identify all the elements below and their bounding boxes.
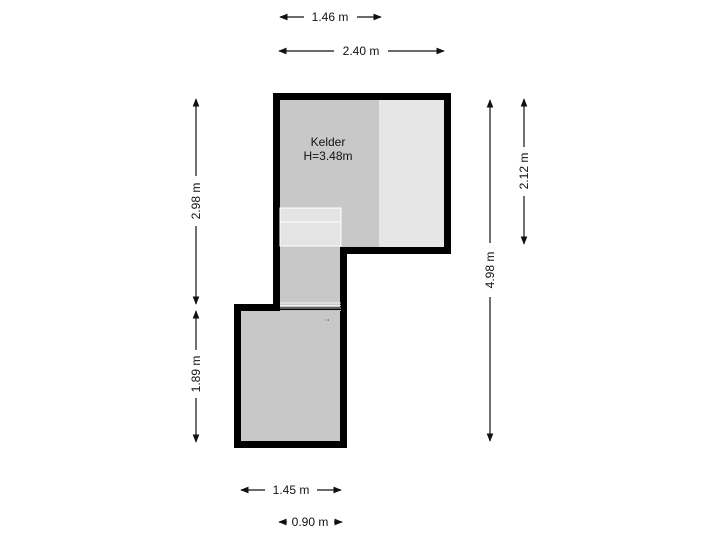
dimension-top-outer-label: 2.40 m xyxy=(343,44,380,58)
stair-arrow-icon: ↑ xyxy=(323,318,330,322)
dimension-top-inner: 1.46 m xyxy=(279,10,382,24)
dimension-right-inner-label: 2.12 m xyxy=(517,153,531,190)
dimension-left-upper: 2.98 m xyxy=(189,98,203,305)
dimension-left-lower-label: 1.89 m xyxy=(189,356,203,393)
stair-treads xyxy=(280,302,341,311)
stair-landing xyxy=(279,207,342,247)
dimension-left-upper-label: 2.98 m xyxy=(189,183,203,220)
dimension-bottom-upper: 1.45 m xyxy=(240,483,342,497)
dimension-right-outer-label: 4.98 m xyxy=(483,252,497,289)
floor-light-area xyxy=(379,100,444,247)
dimension-right-inner: 2.12 m xyxy=(517,98,531,245)
room-name: Kelder xyxy=(311,135,346,149)
room-height: H=3.48m xyxy=(303,149,352,163)
floor-lower-room xyxy=(241,311,340,441)
floor-corridor xyxy=(280,247,340,307)
dimension-top-inner-label: 1.46 m xyxy=(312,10,349,24)
dimension-right-outer: 4.98 m xyxy=(483,99,497,442)
dimension-bottom-lower-label: 0.90 m xyxy=(292,515,329,529)
dimension-left-lower: 1.89 m xyxy=(189,310,203,443)
dimension-bottom-lower: 0.90 m xyxy=(278,515,343,529)
dimension-bottom-upper-label: 1.45 m xyxy=(273,483,310,497)
dimension-top-outer: 2.40 m xyxy=(278,44,445,58)
